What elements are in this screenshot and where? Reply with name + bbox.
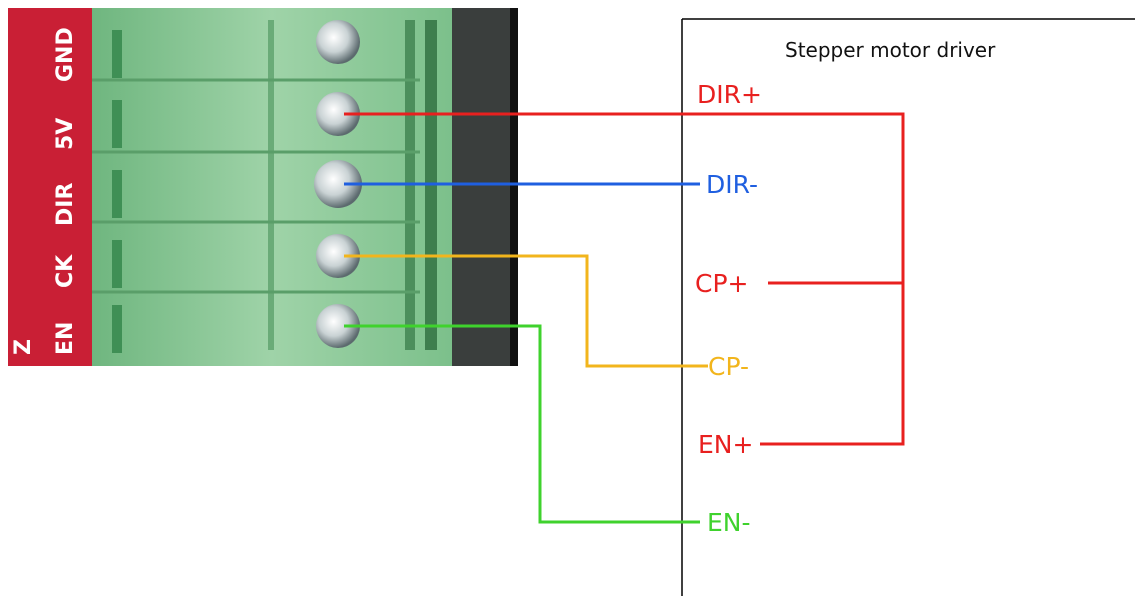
screw-ck: [316, 234, 360, 278]
screw-en: [316, 304, 360, 348]
wire-green-en: [344, 324, 700, 524]
signal-en-minus: EN-: [707, 508, 751, 537]
pin-label-dir: DIR: [53, 183, 78, 226]
pin-label-5v: 5V: [53, 118, 78, 150]
wire-yellow-ck: [344, 254, 708, 368]
wire-red-5v: [344, 112, 905, 446]
terminal-separators: [92, 78, 420, 294]
signal-cp-minus: CP-: [708, 352, 749, 381]
signal-en-plus: EN+: [698, 430, 753, 459]
pin-label-z: Z: [11, 339, 36, 355]
screw-dir: [314, 160, 362, 208]
board-photo: GND 5V DIR CK EN Z: [8, 8, 518, 366]
pin-labels: GND 5V DIR CK EN Z: [11, 27, 78, 355]
signal-dir-plus: DIR+: [697, 80, 762, 109]
pin-label-en: EN: [53, 322, 78, 355]
driver-signals: DIR+ DIR- CP+ CP- EN+ EN-: [695, 80, 762, 537]
pin-label-ck: CK: [53, 254, 78, 288]
pin-label-gnd: GND: [53, 27, 78, 82]
screw-gnd: [316, 20, 360, 64]
screw-5v: [316, 92, 360, 136]
signal-dir-minus: DIR-: [706, 170, 758, 199]
signal-cp-plus: CP+: [695, 269, 748, 298]
terminal-screws: [314, 20, 362, 348]
driver-title: Stepper motor driver: [785, 38, 996, 62]
board-edge: [448, 8, 518, 366]
wires: [344, 112, 905, 524]
board-edge-shadow: [510, 8, 518, 366]
